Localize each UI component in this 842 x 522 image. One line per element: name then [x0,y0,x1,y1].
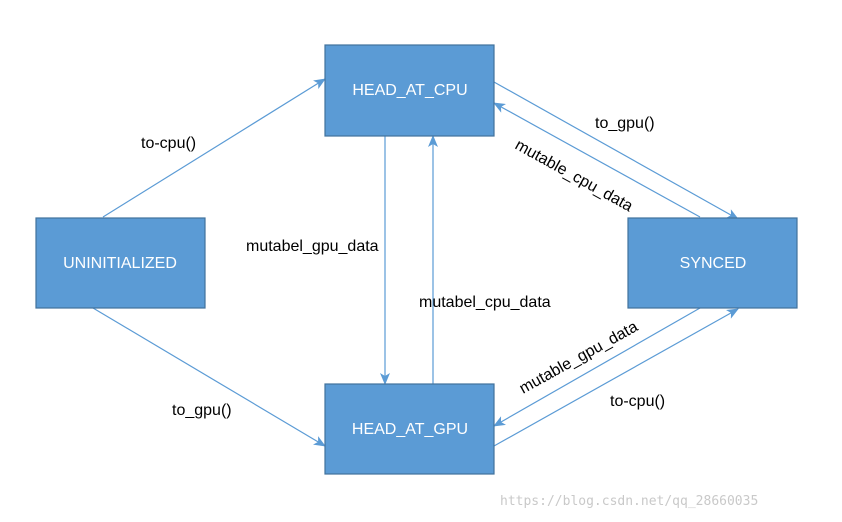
edge-uninitialized-to-head-at-cpu [102,78,326,218]
state-uninitialized: UNINITIALIZED [35,217,206,309]
edge-head-at-cpu-to-synced [493,81,739,220]
label-uninit-to-gpu: to_gpu() [172,402,232,419]
state-head-at-cpu-label: HEAD_AT_CPU [352,82,467,99]
state-uninitialized-label: UNINITIALIZED [63,255,177,272]
state-head-at-cpu: HEAD_AT_CPU [324,44,495,137]
label-gpu-to-cpu: mutabel_cpu_data [419,294,551,311]
label-cpu-to-gpu: mutabel_gpu_data [246,238,379,255]
edge-head-at-gpu-to-synced [493,308,739,447]
label-synced-to-gpu: mutable_gpu_data [517,318,641,397]
label-synced-to-cpu: mutable_cpu_data [512,137,635,216]
label-gpu-to-synced: to-cpu() [610,393,665,410]
edge-synced-to-head-at-gpu [493,307,701,427]
label-uninit-to-cpu: to-cpu() [141,135,196,152]
state-head-at-gpu: HEAD_AT_GPU [324,383,495,475]
state-head-at-gpu-label: HEAD_AT_GPU [352,421,468,438]
watermark: https://blog.csdn.net/qq_28660035 [500,494,758,509]
state-synced-label: SYNCED [680,255,747,272]
state-synced: SYNCED [627,217,798,309]
label-cpu-to-synced: to_gpu() [595,115,655,132]
edge-synced-to-head-at-cpu [493,102,701,218]
edge-uninitialized-to-head-at-gpu [92,307,326,447]
